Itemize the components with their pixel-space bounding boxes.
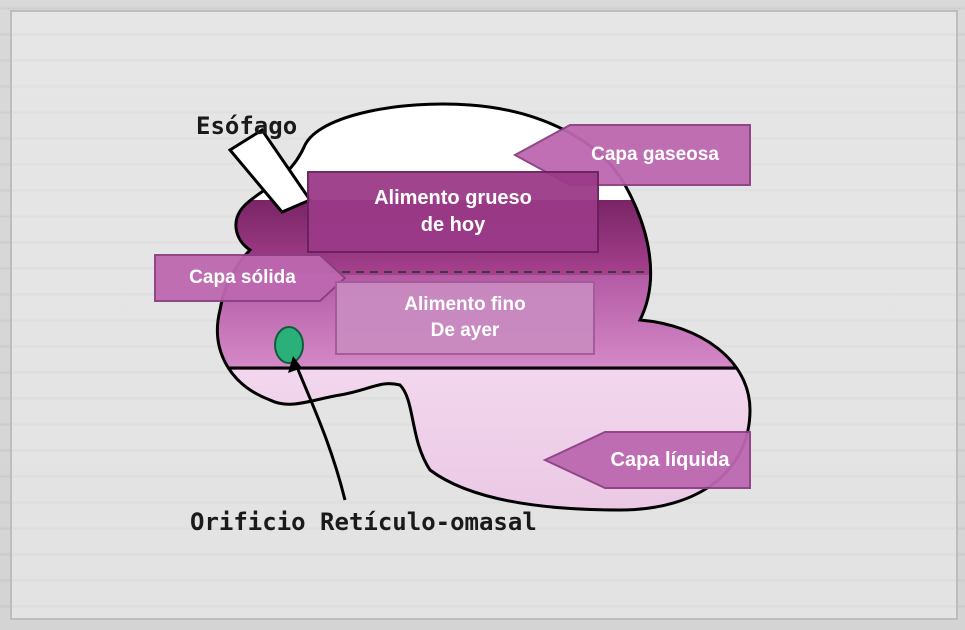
reticulo-omasal-orifice bbox=[275, 327, 303, 363]
coarse-feed-line1: Alimento grueso bbox=[374, 185, 532, 212]
gas-layer-text: Capa gaseosa bbox=[591, 144, 719, 166]
solid-layer-label: Capa sólida bbox=[160, 255, 325, 301]
coarse-feed-line2: de hoy bbox=[421, 212, 485, 239]
liquid-layer-label: Capa líquida bbox=[590, 432, 750, 488]
orifice-label: Orificio Retículo-omasal bbox=[190, 508, 537, 536]
fine-feed-label: Alimento fino De ayer bbox=[336, 282, 594, 354]
solid-layer-text: Capa sólida bbox=[189, 267, 296, 289]
fine-feed-line1: Alimento fino bbox=[404, 292, 525, 318]
esophagus-label: Esófago bbox=[196, 112, 297, 140]
coarse-feed-label: Alimento grueso de hoy bbox=[308, 172, 598, 252]
fine-feed-line2: De ayer bbox=[431, 318, 500, 344]
liquid-layer-text: Capa líquida bbox=[611, 449, 730, 472]
